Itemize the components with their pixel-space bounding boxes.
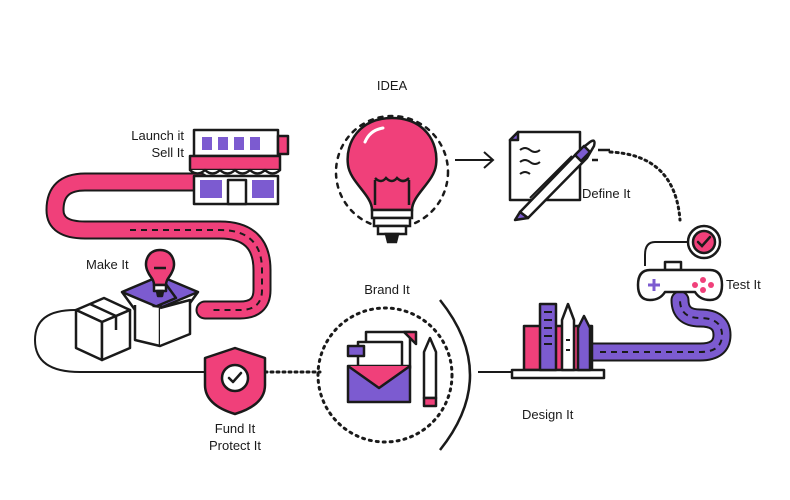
sell-label: Sell It: [151, 145, 184, 160]
fund-label: Fund It: [214, 421, 256, 436]
make-label: Make It: [86, 257, 129, 272]
open-box-idea-icon: [120, 248, 200, 348]
envelope-stationery-icon: [346, 330, 438, 408]
document-pen-icon: [508, 130, 610, 222]
test-label: Test It: [726, 277, 761, 292]
checkmark-badge-icon: [686, 224, 722, 260]
storefront-icon: [188, 128, 290, 206]
lightbulb-icon: [334, 114, 450, 244]
launch-label: Launch it: [131, 128, 184, 143]
brand-circle: [316, 299, 472, 451]
purple-road: [580, 290, 732, 362]
protect-label: Protect It: [208, 438, 262, 453]
gamepad-icon: [636, 260, 724, 302]
design-label: Design It: [522, 407, 574, 422]
idea-label: IDEA: [376, 78, 408, 93]
monitor-pencils-icon: [510, 302, 606, 380]
brand-label: Brand It: [364, 282, 410, 297]
closed-box-icon: [74, 296, 132, 362]
shield-check-icon: [203, 346, 267, 416]
define-label: Define It: [582, 186, 631, 201]
pink-road: [45, 172, 272, 320]
